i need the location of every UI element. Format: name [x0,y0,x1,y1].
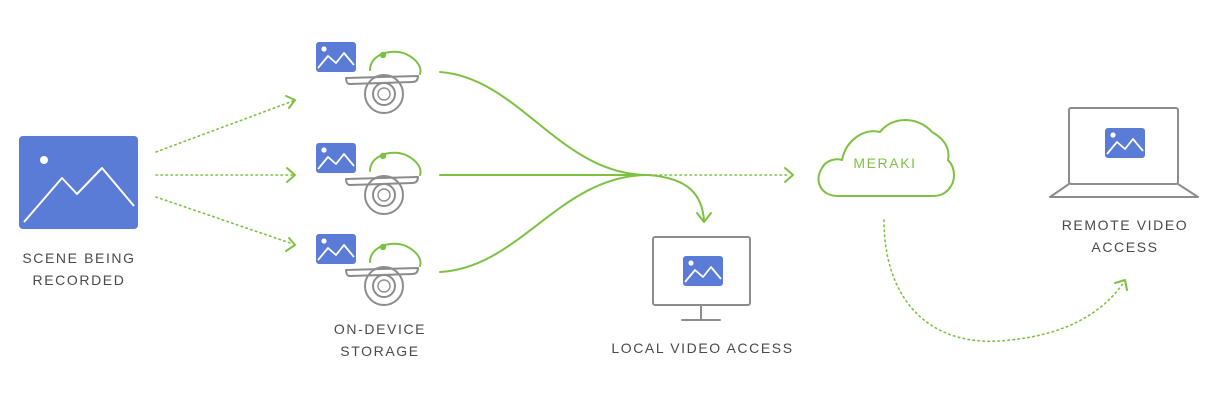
laptop-icon [1049,107,1199,198]
scene-label: SCENE BEING RECORDED [4,247,154,291]
remote-label-line2: ACCESS [1091,239,1159,255]
scene-to-cameras-arrows [155,95,296,252]
remote-access-label: REMOTE VIDEO ACCESS [1045,214,1205,258]
scene-image-icon [19,136,138,229]
storage-label-line2: STORAGE [340,343,420,359]
storage-label-line1: ON-DEVICE [333,321,427,337]
monitor-icon [652,236,751,321]
camera-icon-2 [315,142,422,215]
camera-icon-1 [315,41,422,114]
scene-label-line1: SCENE BEING [22,250,136,266]
remote-label-line1: REMOTE VIDEO [1061,217,1189,233]
local-access-label-text: LOCAL VIDEO ACCESS [611,340,794,356]
local-access-label: LOCAL VIDEO ACCESS [590,337,815,359]
camera-stream-lines [439,71,712,273]
cloud-icon [817,119,955,197]
camera-icon-3 [315,233,422,306]
scene-label-line2: RECORDED [32,272,126,288]
cloud-label: MERAKI [835,152,935,174]
junction-to-cloud-arrow [649,167,794,183]
storage-label: ON-DEVICE STORAGE [300,318,460,362]
cloud-label-text: MERAKI [853,155,917,171]
cloud-to-laptop-arrow [883,219,1128,342]
